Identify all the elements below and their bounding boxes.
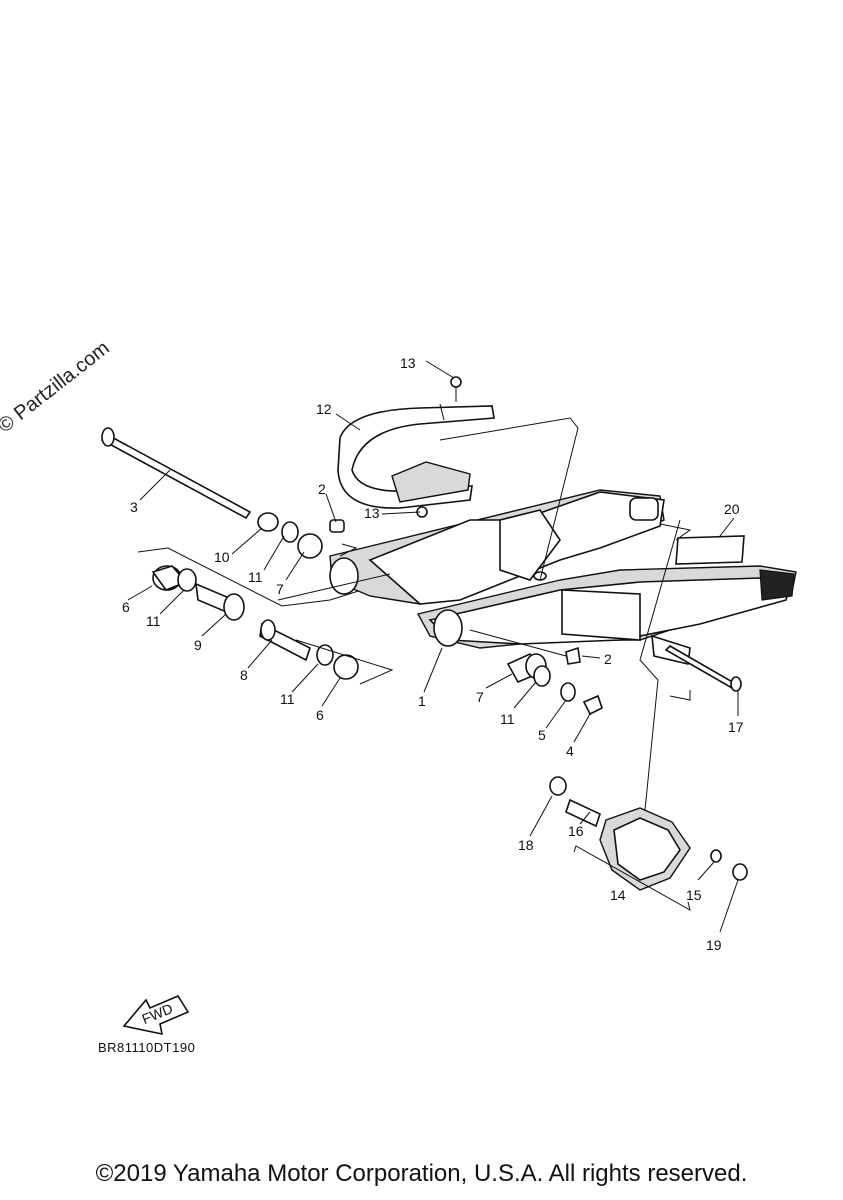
callout-14: 14 <box>610 887 626 903</box>
callout-11-upper: 11 <box>248 569 263 585</box>
left-pivot-parts <box>137 512 394 685</box>
callout-leaders <box>127 360 739 933</box>
callout-15: 15 <box>686 887 702 903</box>
swingarm-body <box>329 489 797 665</box>
callout-20: 20 <box>724 501 740 517</box>
callout-13-top: 13 <box>400 355 416 371</box>
callout-5: 5 <box>538 727 546 743</box>
callout-labels: 13 12 2 3 13 10 11 7 6 11 9 8 11 6 1 7 1… <box>122 355 744 953</box>
right-pivot-parts <box>469 629 603 716</box>
chain-slider-assembly <box>549 776 748 912</box>
callout-12: 12 <box>316 401 332 417</box>
callout-8: 8 <box>240 667 248 683</box>
connection-lines <box>277 417 691 821</box>
callout-16: 16 <box>568 823 584 839</box>
callout-11-left: 11 <box>146 613 161 629</box>
callout-3: 3 <box>130 499 138 515</box>
pivot-shaft <box>100 427 252 520</box>
rear-axle-and-decal <box>659 523 745 692</box>
chain-guide <box>337 376 495 518</box>
callout-18: 18 <box>518 837 534 853</box>
callout-13-bottom: 13 <box>364 505 380 521</box>
callout-2-top: 2 <box>318 481 326 497</box>
callout-6-right: 6 <box>316 707 324 723</box>
callout-2-right: 2 <box>604 651 612 667</box>
callout-10: 10 <box>214 549 230 565</box>
callout-9: 9 <box>194 637 202 653</box>
callout-1: 1 <box>418 693 426 709</box>
copyright-notice: ©2019 Yamaha Motor Corporation, U.S.A. A… <box>95 1160 748 1187</box>
callout-4: 4 <box>566 743 574 759</box>
callout-19: 19 <box>706 937 722 953</box>
callout-11-lower: 11 <box>280 691 295 707</box>
callout-7-left: 7 <box>276 581 284 597</box>
diagram-code: BR81110DT190 <box>98 1040 196 1055</box>
callout-6-left: 6 <box>122 599 130 615</box>
callout-7-right: 7 <box>476 689 484 705</box>
forward-arrow: FWD <box>122 994 190 1036</box>
callout-17: 17 <box>728 719 744 735</box>
callout-11-right: 11 <box>500 711 515 727</box>
